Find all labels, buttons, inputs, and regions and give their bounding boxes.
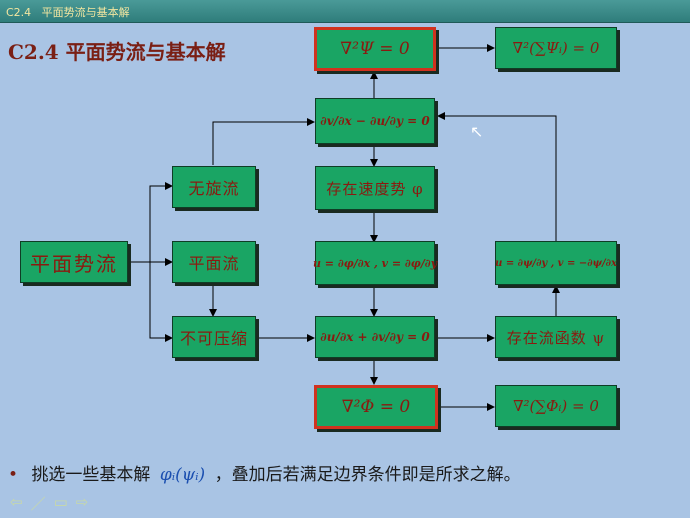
box-stream-function: 存在流函数 ψ	[495, 316, 617, 358]
box-irrotational-equation: ∂v/∂x − ∂u/∂y = 0	[315, 98, 435, 144]
arrow-potential-to-incompressible	[149, 262, 173, 342]
next-slide-icon[interactable]: ⇨	[75, 493, 89, 511]
box-incompressible: 不可压缩	[172, 316, 256, 358]
pen-icon[interactable]: ／	[30, 495, 46, 513]
box-plane-potential-flow-label: 平面势流	[30, 251, 118, 276]
box-continuity-equation: ∂u/∂x + ∂v/∂y = 0	[315, 316, 435, 358]
box-velocity-potential: 存在速度势 φ	[315, 166, 435, 210]
box-irrotational-flow-label: 无旋流	[188, 179, 240, 198]
box-incompressible-label: 不可压缩	[179, 329, 248, 348]
screen-icon[interactable]: ▭	[53, 493, 68, 511]
box-laplace-psi: ∇²Ψ = 0	[314, 27, 436, 71]
box-plane-flow: 平面流	[172, 241, 256, 283]
bullet-marker: •	[8, 465, 19, 485]
arrow-irrotational-to-equation	[212, 118, 315, 165]
box-superposition-psi: ∇²(∑Ψᵢ) = 0	[495, 27, 617, 69]
box-phi-relations-label: u = ∂φ/∂x , v = ∂φ/∂y	[312, 256, 438, 270]
bullet-text: • 挑选一些基本解 φᵢ(ψᵢ) ，叠加后若满足边界条件即是所求之解。	[8, 460, 521, 485]
box-phi-relations: u = ∂φ/∂x , v = ∂φ/∂y	[312, 241, 438, 285]
slide-header-text: C2.4 平面势流与基本解	[6, 6, 130, 19]
slide-title: C2.4 平面势流与基本解	[8, 40, 226, 64]
box-continuity-equation-label: ∂u/∂x + ∂v/∂y = 0	[320, 330, 430, 344]
box-superposition-psi-label: ∇²(∑Ψᵢ) = 0	[512, 39, 600, 57]
bullet-text-after: ，叠加后若满足边界条件即是所求之解。	[214, 465, 521, 485]
box-plane-potential-flow: 平面势流	[20, 241, 128, 283]
box-irrotational-equation-label: ∂v/∂x − ∂u/∂y = 0	[320, 114, 430, 128]
mouse-cursor-icon: ↖	[470, 122, 484, 141]
box-plane-flow-label: 平面流	[188, 254, 240, 273]
arrow-relations-to-irrot	[437, 112, 557, 242]
slide-header-bar: C2.4 平面势流与基本解	[0, 0, 690, 23]
box-laplace-phi: ∇²Φ = 0	[314, 385, 438, 429]
bullet-text-before: 挑选一些基本解	[31, 465, 151, 485]
slide-navigation: ⇦ ／ ▭ ⇨	[10, 493, 88, 514]
prev-slide-icon[interactable]: ⇦	[10, 493, 23, 511]
box-superposition-phi: ∇²(∑Φᵢ) = 0	[495, 385, 617, 427]
box-velocity-potential-label: 存在速度势 φ	[326, 179, 424, 198]
bullet-symbol: φᵢ(ψᵢ)	[159, 465, 206, 485]
box-superposition-phi-label: ∇²(∑Φᵢ) = 0	[513, 397, 599, 415]
box-irrotational-flow: 无旋流	[172, 166, 256, 208]
arrow-potential-to-irrotational	[149, 182, 173, 262]
box-psi-relations-label: u = ∂ψ/∂y , v = −∂ψ/∂x	[495, 257, 617, 269]
box-laplace-psi-label: ∇²Ψ = 0	[340, 39, 410, 59]
box-stream-function-label: 存在流函数 ψ	[506, 328, 606, 347]
box-psi-relations: u = ∂ψ/∂y , v = −∂ψ/∂x	[495, 241, 617, 285]
box-laplace-phi-label: ∇²Φ = 0	[341, 397, 411, 417]
